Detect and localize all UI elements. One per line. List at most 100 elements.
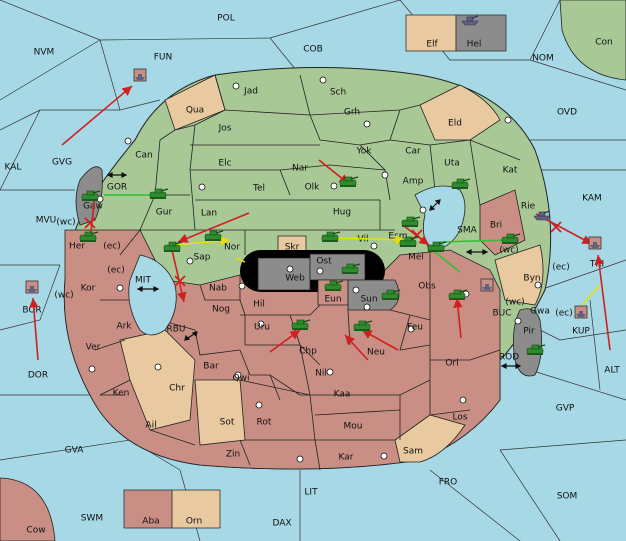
- coast-gwa-wc: (wc): [505, 298, 524, 308]
- sea-label-con: Con: [595, 38, 613, 48]
- fleet-box-unit: [480, 278, 494, 292]
- land-qua[interactable]: [164, 74, 226, 131]
- label-ver: Ver: [86, 343, 101, 353]
- sea-label-pol: POL: [217, 14, 235, 24]
- label-hil: Hil: [253, 300, 265, 310]
- sea-label-cob: COB: [303, 45, 323, 55]
- label-sun: Sun: [360, 295, 377, 305]
- north-borders: [139, 74, 521, 255]
- label-hel: Hel: [467, 40, 482, 50]
- label-aba: Aba: [142, 517, 159, 527]
- land-pir[interactable]: [512, 308, 543, 377]
- label-ken: Ken: [113, 389, 130, 399]
- label-gwa: Gwa: [530, 307, 550, 317]
- label-amp: Amp: [403, 177, 424, 187]
- sea-label-nvm: NVM: [34, 48, 55, 58]
- label-gur: Gur: [156, 208, 173, 218]
- label-elc: Elc: [218, 159, 231, 169]
- fleet-box-unit: [25, 280, 39, 294]
- sea-label-gvp: GVP: [556, 404, 575, 414]
- label-qwi: Qwi: [233, 374, 250, 384]
- sea-label-bor: BOR: [22, 306, 41, 316]
- label-sch: Sch: [330, 88, 346, 98]
- label-web: Web: [285, 274, 305, 284]
- coast-kor-ec: (ec): [107, 266, 125, 276]
- label-kor: Kor: [81, 284, 96, 294]
- label-elf: Elf: [426, 40, 438, 50]
- sea-label-sma: SMA: [457, 226, 477, 236]
- sea-label-gvg: GVG: [52, 158, 72, 168]
- fleet-box-unit: [574, 305, 588, 319]
- sea-mit[interactable]: [128, 254, 177, 336]
- label-ark: Ark: [116, 322, 132, 332]
- coast-gwa-ec: (ec): [555, 309, 573, 319]
- label-kar: Kar: [339, 453, 354, 463]
- label-lan: Lan: [201, 209, 217, 219]
- coast-her-wc: (wc): [56, 218, 75, 228]
- sea-label-lit: LIT: [304, 488, 318, 498]
- land-sam[interactable]: [394, 414, 466, 463]
- label-ost: Ost: [316, 257, 332, 267]
- coast-byn-ec: (ec): [552, 263, 570, 273]
- label-sot: Sot: [220, 418, 235, 428]
- label-nab: Nab: [209, 284, 227, 294]
- sea-label-som: SOM: [557, 492, 578, 502]
- label-eun: Eun: [324, 295, 341, 305]
- sea-label-gor: GOR: [107, 183, 127, 193]
- land-aba[interactable]: [123, 489, 173, 529]
- label-nil: Nil: [315, 369, 327, 379]
- label-eld: Eld: [448, 119, 462, 129]
- label-car: Car: [405, 147, 421, 157]
- land-sot[interactable]: [194, 379, 246, 446]
- label-obs: Obs: [418, 282, 436, 292]
- label-uru: Uru: [254, 323, 270, 333]
- label-byn: Byn: [523, 274, 540, 284]
- failed-orders: [84, 217, 562, 287]
- sea-label-kal: KAL: [5, 163, 22, 173]
- label-orl: Orl: [445, 359, 458, 369]
- sea-label-fun: FUN: [154, 53, 173, 63]
- label-zin: Zin: [226, 450, 240, 460]
- label-mel: Mel: [408, 253, 424, 263]
- sea-label-mit: MIT: [135, 276, 151, 286]
- sea-label-ovd: OVD: [557, 108, 577, 118]
- strait-arrows: [106, 172, 522, 369]
- label-mou: Mou: [344, 422, 363, 432]
- sea-label-dax: DAX: [272, 519, 291, 529]
- label-jad: Jad: [243, 87, 258, 97]
- label-kaa: Kaa: [334, 390, 351, 400]
- label-uta: Uta: [444, 159, 460, 169]
- label-yok: Yok: [355, 147, 372, 157]
- label-qua: Qua: [186, 106, 204, 116]
- land-web[interactable]: [257, 257, 311, 291]
- sea-label-fro: FRO: [439, 478, 458, 488]
- fleet-box-unit: [588, 236, 602, 250]
- label-jos: Jos: [218, 124, 232, 134]
- label-neu: Neu: [367, 348, 385, 358]
- coast-byn-wc: (wc): [499, 246, 518, 256]
- coast-kor-wc: (wc): [54, 291, 73, 301]
- land-labels: Jad Sch Qua Jos Grh Eld Can Yok Car Uta …: [69, 40, 550, 527]
- label-nor: Nor: [224, 243, 240, 253]
- label-bri: Bri: [490, 221, 502, 231]
- land-eld[interactable]: [419, 84, 501, 141]
- sea-label-rod: ROD: [499, 353, 519, 363]
- sea-label-mvu: MVU: [36, 216, 57, 226]
- land-byn-region[interactable]: [494, 244, 544, 306]
- sea-label-tri: TRI: [589, 260, 604, 270]
- sea-label-rbu: RBU: [166, 325, 185, 335]
- label-grh: Grh: [344, 108, 360, 118]
- label-nar: Nar: [292, 164, 308, 174]
- label-orn: Orn: [186, 517, 202, 527]
- label-sap: Sap: [194, 253, 211, 263]
- label-skr: Skr: [285, 243, 300, 253]
- label-rot: Rot: [257, 418, 272, 428]
- coast-her-ec: (ec): [103, 242, 121, 252]
- label-hug: Hug: [333, 208, 351, 218]
- label-her: Her: [69, 242, 85, 252]
- sea-label-nom: NOM: [532, 54, 554, 64]
- land-orn[interactable]: [171, 489, 221, 529]
- label-pir: Pir: [523, 327, 535, 337]
- label-ail: Ail: [145, 421, 156, 431]
